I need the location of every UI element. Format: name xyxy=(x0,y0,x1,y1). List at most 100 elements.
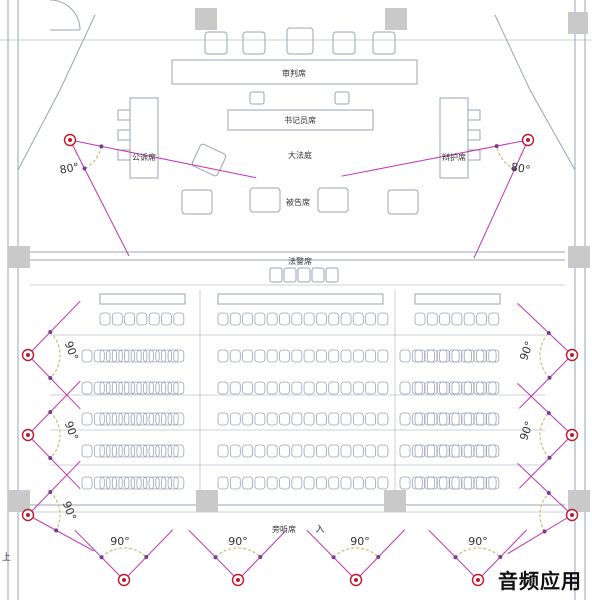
gallery-seat xyxy=(377,412,389,426)
speaker-icon xyxy=(63,133,77,147)
defendant-seat-label: 被告席 xyxy=(286,197,310,207)
watermark: 音频应用 xyxy=(498,569,582,593)
gallery-seat xyxy=(155,349,167,363)
coverage-angle-label: 90° xyxy=(517,419,536,442)
courtroom-label: 大法庭 xyxy=(288,150,312,160)
gallery-seat xyxy=(254,476,266,490)
speaker-icon xyxy=(565,348,579,362)
gallery-seat xyxy=(473,381,485,395)
gallery-seat xyxy=(451,476,463,490)
gallery-seat xyxy=(279,412,290,426)
coverage-line xyxy=(517,383,573,436)
gallery-seat xyxy=(315,349,327,363)
gallery-seat xyxy=(99,381,111,395)
gallery-seat xyxy=(365,349,377,363)
gallery-seat xyxy=(377,444,389,458)
speakers: 80°80°90°90°90°90°90°90°90°90°90° xyxy=(21,133,579,587)
coverage-arc xyxy=(101,547,147,558)
gallery-seat xyxy=(242,312,254,326)
gallery-seat xyxy=(93,412,105,426)
gallery-seat xyxy=(124,381,135,395)
gallery-seat xyxy=(93,381,105,395)
gallery-seat xyxy=(411,349,423,363)
coverage-line xyxy=(477,529,528,581)
gallery-seat xyxy=(229,349,241,363)
gallery-seat xyxy=(411,444,423,458)
coverage-line xyxy=(27,300,81,356)
arc-end-dot xyxy=(213,555,218,560)
gallery-seat xyxy=(424,381,436,395)
gallery-seat xyxy=(106,381,117,395)
gallery-seat xyxy=(303,412,315,426)
gallery-seat xyxy=(155,412,167,426)
gallery-seat xyxy=(81,381,93,395)
gallery-seat xyxy=(488,381,500,395)
gallery-seat xyxy=(130,444,142,458)
gallery-seat xyxy=(148,444,160,458)
coverage-angle-label: 90° xyxy=(228,535,248,548)
coverage-line xyxy=(123,529,174,581)
gallery-seat xyxy=(303,381,315,395)
gallery-label: 旁听席 xyxy=(272,524,296,534)
gallery-seat xyxy=(451,381,463,395)
gallery-seat xyxy=(148,381,160,395)
gallery-seat xyxy=(448,349,460,363)
gallery-seat xyxy=(448,476,460,490)
gallery-seat xyxy=(161,349,172,363)
speaker-icon xyxy=(21,508,35,522)
gallery-seat xyxy=(473,476,485,490)
coverage-arc xyxy=(333,547,379,558)
gallery-seat xyxy=(476,312,487,326)
arc-end-dot xyxy=(494,144,499,149)
gallery-seat xyxy=(291,312,303,326)
gallery-seat xyxy=(173,412,185,426)
gallery-seat xyxy=(143,444,154,458)
gallery-seat xyxy=(291,476,303,490)
arc-end-dot xyxy=(546,330,551,335)
gallery-seat xyxy=(414,312,426,326)
gallery-seat xyxy=(377,476,389,490)
coverage-arc xyxy=(84,146,102,170)
gallery-seat xyxy=(461,349,472,363)
arc-end-dot xyxy=(547,455,552,460)
coverage-line xyxy=(428,529,479,581)
coverage-angle-label: 90° xyxy=(60,499,79,522)
gallery-seat xyxy=(488,412,500,426)
arc-end-dot xyxy=(99,144,104,149)
gallery-seat xyxy=(111,312,123,326)
coverage-line xyxy=(27,514,95,552)
gallery-seat xyxy=(352,444,364,458)
gallery-seat xyxy=(352,412,364,426)
gallery-seat xyxy=(242,476,254,490)
gallery-seat xyxy=(399,381,411,395)
gallery-seat xyxy=(473,349,485,363)
gallery-seat xyxy=(217,381,229,395)
coverage-arc xyxy=(49,331,61,379)
gallery-seat xyxy=(488,349,500,363)
gallery-seat xyxy=(173,444,185,458)
gallery-seat xyxy=(340,444,352,458)
gallery-seat xyxy=(124,412,135,426)
gallery-seat xyxy=(461,476,472,490)
gallery-seat xyxy=(328,349,340,363)
gallery-seat xyxy=(148,349,160,363)
gallery-seat xyxy=(229,444,241,458)
gallery-seat xyxy=(124,476,135,490)
coverage-line xyxy=(355,529,406,581)
gallery-seat xyxy=(414,476,426,490)
gallery-seat xyxy=(161,381,172,395)
arc-end-dot xyxy=(331,555,336,560)
gallery-seat xyxy=(291,412,303,426)
coverage-line xyxy=(518,434,573,489)
gallery-seat xyxy=(124,444,135,458)
arc-end-dot xyxy=(547,375,552,380)
gallery-seat xyxy=(488,476,500,490)
gallery-seat xyxy=(161,444,172,458)
gallery-seat xyxy=(463,381,475,395)
gallery-seat xyxy=(81,476,93,490)
gallery-seat xyxy=(229,381,241,395)
arc-end-dot xyxy=(144,555,149,560)
gallery-seat xyxy=(229,476,241,490)
gallery-seat xyxy=(377,381,389,395)
gallery-seat xyxy=(315,476,327,490)
